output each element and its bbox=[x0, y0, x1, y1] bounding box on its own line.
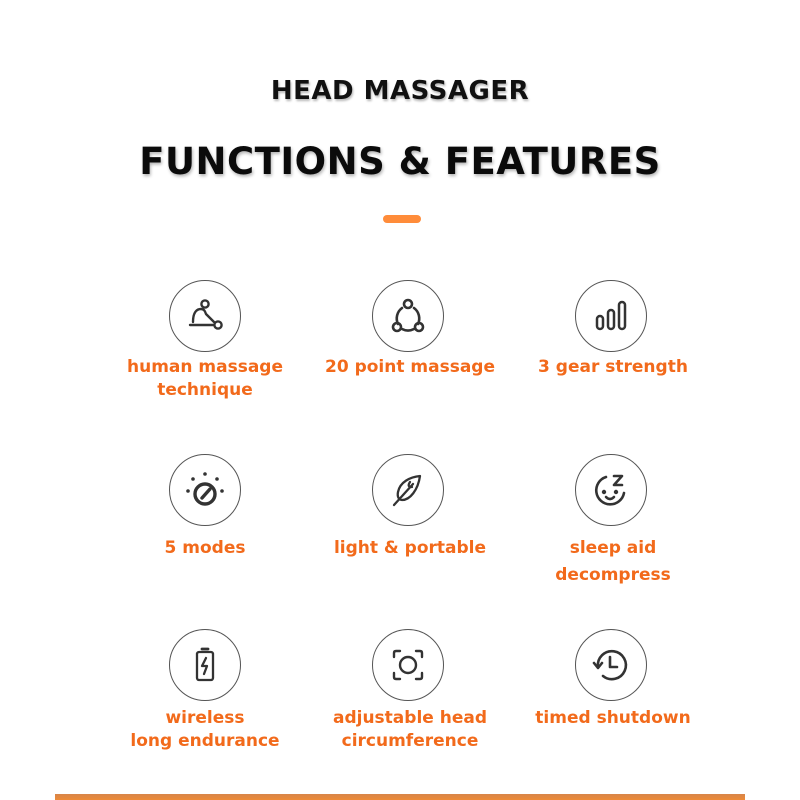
subtitle: HEAD MASSAGER bbox=[270, 76, 530, 106]
timer-rewind-icon bbox=[575, 629, 647, 701]
feature-label-line: 20 point massage bbox=[325, 357, 495, 377]
accent-dash bbox=[383, 215, 421, 223]
page-title: FUNCTIONS & FEATURES bbox=[139, 140, 661, 183]
feature-label-line: timed shutdown bbox=[535, 708, 691, 728]
feather-icon bbox=[372, 454, 444, 526]
human-massage-icon bbox=[169, 280, 241, 352]
feature-label-line: human massage bbox=[126, 357, 283, 377]
point-massage-icon bbox=[372, 280, 444, 352]
feature-label-line: sleep aid bbox=[569, 538, 657, 558]
feature-label-line: wireless bbox=[165, 708, 245, 728]
signal-strength-icon bbox=[575, 280, 647, 352]
dial-knob-icon bbox=[169, 454, 241, 526]
feature-label-line: 3 gear strength bbox=[538, 357, 688, 377]
battery-charging-icon bbox=[169, 629, 241, 701]
focus-frame-icon bbox=[372, 629, 444, 701]
feature-label-line: decompress bbox=[555, 565, 671, 585]
feature-label-line: long endurance bbox=[130, 731, 280, 751]
feature-label-line: technique bbox=[157, 380, 253, 400]
sleep-face-icon bbox=[575, 454, 647, 526]
bottom-accent-bar bbox=[55, 794, 745, 800]
feature-label-line: adjustable head bbox=[332, 708, 487, 728]
feature-label-line: light & portable bbox=[333, 538, 487, 558]
feature-label-line: 5 modes bbox=[164, 538, 246, 558]
feature-label-line: circumference bbox=[341, 731, 479, 751]
